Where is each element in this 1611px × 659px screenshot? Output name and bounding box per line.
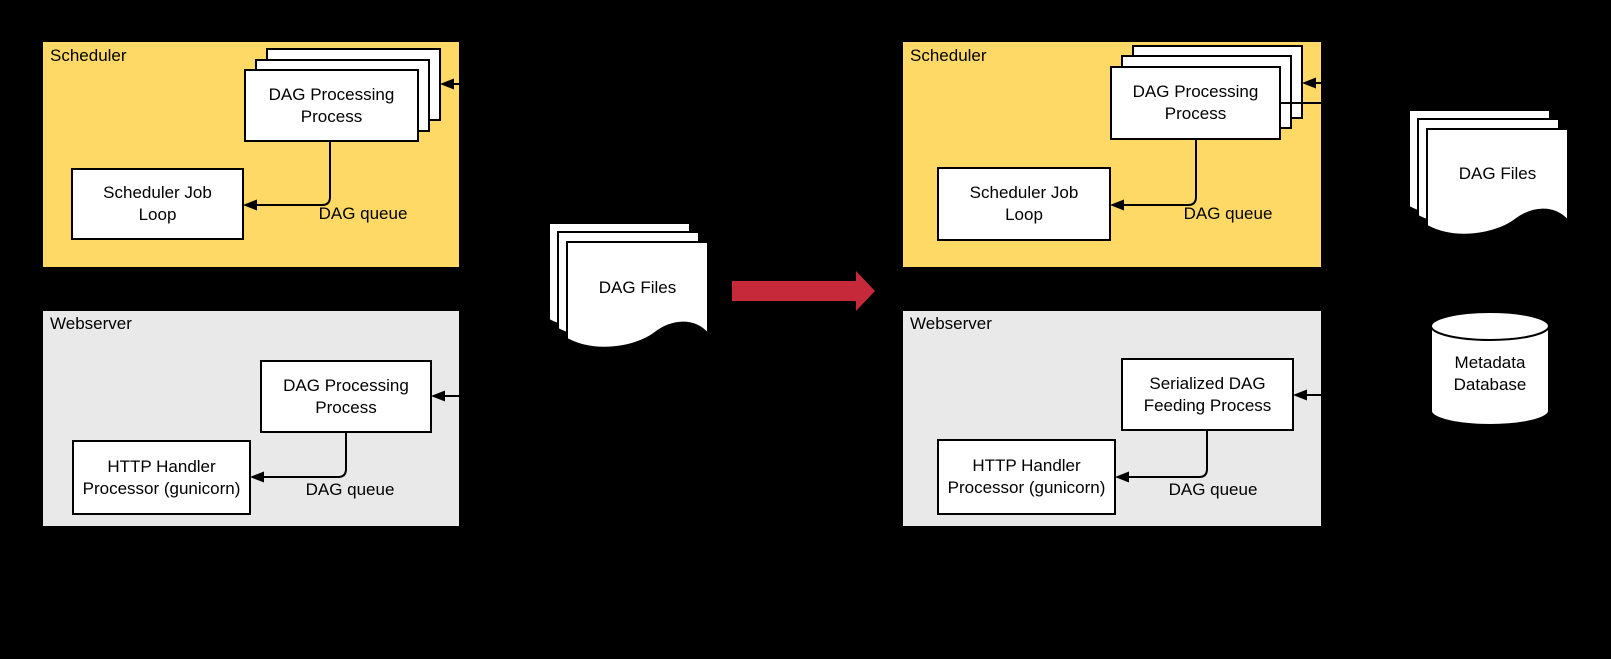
after-webserver-queue-arrow bbox=[1115, 430, 1208, 483]
before-scheduler-job-loop-label: Scheduler Job Loop bbox=[72, 169, 243, 239]
document-page-front bbox=[566, 241, 709, 349]
after-scheduler-dag-processing-label: DAG Processing Process bbox=[1111, 67, 1280, 139]
after-scheduler-job-loop-label: Scheduler Job Loop bbox=[938, 168, 1110, 240]
metadata-database-icon bbox=[1430, 311, 1550, 426]
before-webserver-http-handler-label: HTTP Handler Processor (gunicorn) bbox=[73, 441, 250, 514]
transition-arrow-icon bbox=[732, 271, 875, 311]
before-webserver-queue-arrow bbox=[250, 432, 347, 483]
after-database-to-webserver-arrow bbox=[1293, 389, 1428, 401]
before-scheduler-queue-arrow bbox=[243, 141, 331, 211]
after-webserver-serialized-dag-label: Serialized DAG Feeding Process bbox=[1122, 359, 1293, 430]
label-text: DAG Files bbox=[598, 278, 677, 297]
after-scheduler-queue-arrow bbox=[1110, 139, 1197, 211]
before-webserver-http-handler-box bbox=[72, 440, 251, 515]
before-scheduler-label: Scheduler bbox=[50, 46, 127, 65]
before-webserver-dag-queue-label: DAG queue bbox=[305, 480, 395, 499]
after-webserver-http-handler-label: HTTP Handler Processor (gunicorn) bbox=[938, 440, 1115, 514]
before-webserver-dag-processing-label: DAG Processing Process bbox=[261, 361, 431, 432]
before-files-to-scheduler-arrow bbox=[440, 78, 540, 90]
after-webserver-label: Webserver bbox=[910, 314, 992, 333]
after-dag-files-icon bbox=[1408, 109, 1569, 236]
cylinder-body bbox=[1430, 326, 1550, 426]
label-text: Metadata Database bbox=[1453, 353, 1527, 394]
middle-dag-files-label: DAG Files bbox=[567, 242, 708, 334]
label-text: Scheduler Job Loop bbox=[103, 183, 212, 224]
after-webserver-dag-queue-label: DAG queue bbox=[1168, 480, 1258, 499]
label-text: Serialized DAG Feeding Process bbox=[1143, 373, 1272, 415]
after-scheduler-label: Scheduler bbox=[910, 46, 987, 65]
label-text: DAG Processing Process bbox=[1132, 82, 1259, 123]
label-text: DAG Files bbox=[1458, 164, 1537, 183]
before-scheduler-job-loop-box bbox=[71, 168, 244, 240]
after-files-to-scheduler-arrow bbox=[1302, 77, 1400, 89]
before-webserver-label: Webserver bbox=[50, 314, 132, 333]
after-scheduler-job-loop-box bbox=[937, 167, 1111, 241]
label-text: Scheduler Job Loop bbox=[969, 183, 1079, 224]
label-text: HTTP Handler Processor (gunicorn) bbox=[82, 456, 241, 498]
after-webserver-http-handler-box bbox=[937, 439, 1116, 515]
document-page-front bbox=[1426, 128, 1569, 236]
before-scheduler-dag-processing-stack bbox=[244, 48, 441, 142]
before-scheduler-dag-queue-label: DAG queue bbox=[318, 204, 408, 223]
cylinder-top bbox=[1430, 311, 1550, 341]
after-dag-files-label: DAG Files bbox=[1427, 129, 1568, 219]
middle-dag-files-icon bbox=[548, 222, 709, 349]
after-scheduler-dag-processing-stack bbox=[1110, 45, 1303, 140]
label-text: HTTP Handler Processor (gunicorn) bbox=[947, 456, 1106, 497]
before-scheduler-dag-processing-label: DAG Processing Process bbox=[245, 70, 418, 141]
label-text: DAG Processing Process bbox=[268, 84, 395, 126]
before-files-to-webserver-arrow bbox=[431, 390, 540, 402]
stack-page-front bbox=[244, 69, 419, 142]
after-scheduler-dag-queue-label: DAG queue bbox=[1183, 204, 1273, 223]
metadata-database-label: Metadata Database bbox=[1431, 328, 1549, 420]
label-text: DAG Processing Process bbox=[283, 375, 409, 417]
